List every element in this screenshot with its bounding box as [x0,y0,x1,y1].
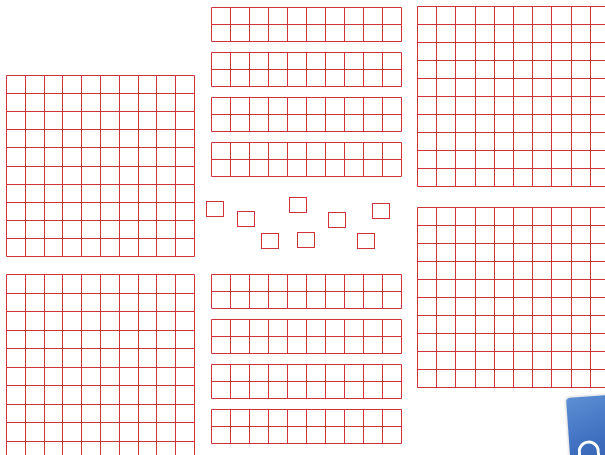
grid-svg [211,364,401,398]
twenty-strip-top-2 [211,52,401,86]
twenty-strip-bottom-2 [211,319,401,353]
single-unit [297,232,315,248]
single-unit [206,201,224,217]
twenty-strip-bottom-1 [211,274,401,308]
grid-svg [6,274,194,455]
twenty-strip-top-3 [211,97,401,131]
grid-svg [6,75,194,256]
single-unit [328,212,346,228]
single-unit [237,211,255,227]
grid-svg [211,319,401,353]
grid-svg [417,207,605,387]
grid-svg [211,97,401,131]
twenty-strip-top-4 [211,142,401,176]
grid-svg [211,7,401,41]
hundred-block-right-bottom [417,207,605,387]
grid-svg [211,274,401,308]
twenty-strip-bottom-3 [211,364,401,398]
grid-svg [211,142,401,176]
grid-svg [211,409,401,443]
card-mark-icon [577,440,600,455]
hundred-block-left-top [6,75,194,256]
blue-card-icon [566,395,605,455]
hundred-block-right-top [417,6,605,186]
grid-svg [211,52,401,86]
single-unit [261,233,279,249]
hundred-block-left-bottom [6,274,194,455]
single-unit [372,203,390,219]
twenty-strip-bottom-4 [211,409,401,443]
single-unit [357,233,375,249]
grid-svg [417,6,605,186]
single-unit [289,197,307,213]
twenty-strip-top-1 [211,7,401,41]
